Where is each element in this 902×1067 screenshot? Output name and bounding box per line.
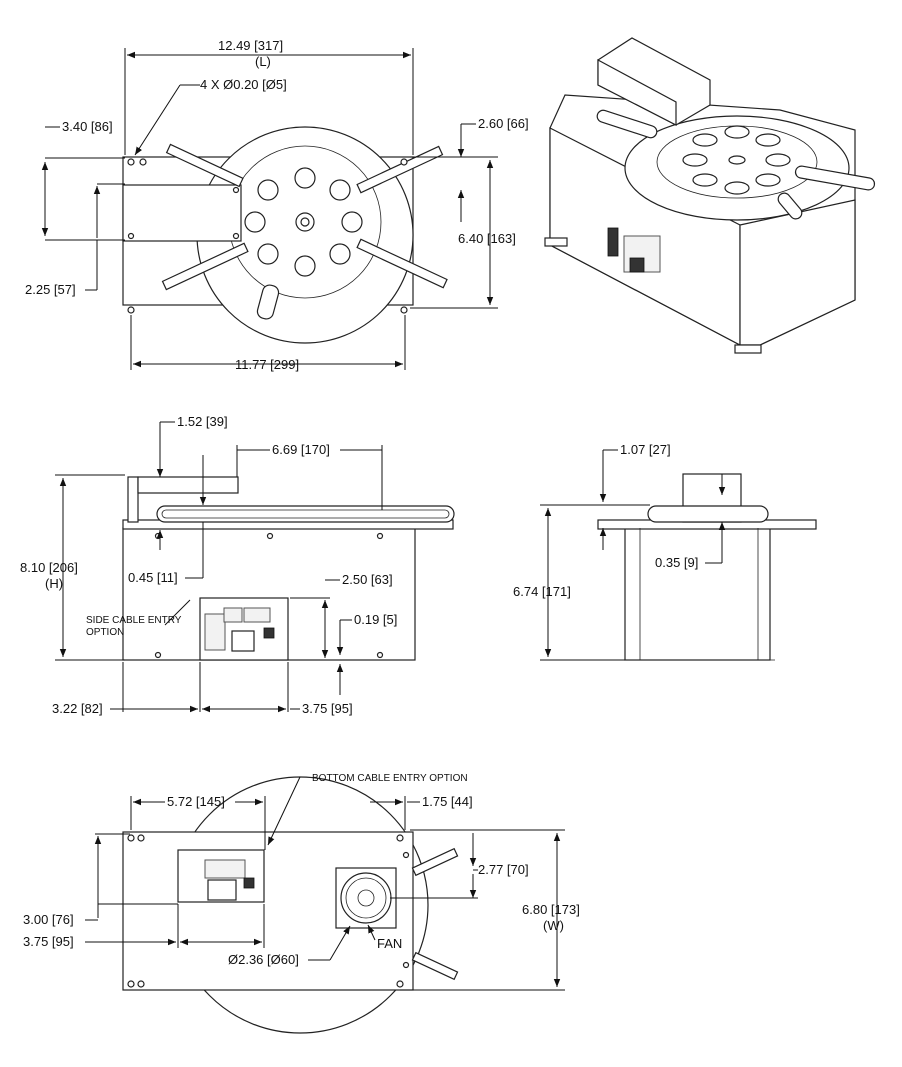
bottom-right-label: 1.75 [44] [422, 794, 473, 809]
bottom-width-sub-label: (W) [543, 918, 564, 933]
top-view [122, 126, 448, 344]
front-height-sub-label: (H) [45, 576, 63, 591]
bottom-cable-note: BOTTOM CABLE ENTRY OPTION [312, 773, 468, 784]
front-panel-width-label: 3.75 [95] [302, 701, 353, 716]
front-arm-span-label: 6.69 [170] [272, 442, 330, 457]
front-panel-height-label: 2.50 [63] [342, 572, 393, 587]
front-height-label: 8.10 [206] [20, 560, 78, 575]
side-cable-note-line2: OPTION [86, 627, 124, 638]
front-view [122, 476, 455, 661]
front-panel-offset-label: 0.19 [5] [354, 612, 397, 627]
dimension-labels: 12.49 [317] (L) 4 X Ø0.20 [Ø5] 3.40 [86]… [20, 38, 698, 967]
bottom-view [122, 776, 459, 1034]
bottom-fan-offset-label: 2.77 [70] [478, 862, 529, 877]
side-top-label: 1.07 [27] [620, 442, 671, 457]
bottom-panel-width-label: 3.75 [95] [23, 934, 74, 949]
side-small-label: 0.35 [9] [655, 555, 698, 570]
top-right-offset-label: 2.60 [66] [478, 116, 529, 131]
top-left-offset-label: 3.40 [86] [62, 119, 113, 134]
front-small-label: 0.45 [11] [128, 570, 178, 585]
fan-diameter-label: Ø2.36 [Ø60] [228, 952, 299, 967]
bottom-width-label: 6.80 [173] [522, 902, 580, 917]
front-left-label: 3.22 [82] [52, 701, 103, 716]
top-length-label: 12.49 [317] [218, 38, 283, 53]
dimension-lines [41, 48, 726, 991]
holes-label: 4 X Ø0.20 [Ø5] [200, 77, 287, 92]
top-base-width-label: 11.77 [299] [235, 357, 299, 372]
bottom-panel-height-label: 3.00 [76] [23, 912, 74, 927]
top-left-height-label: 2.25 [57] [25, 282, 76, 297]
top-length-sub-label: (L) [255, 54, 271, 69]
front-top-offset-label: 1.52 [39] [177, 414, 228, 429]
side-view [597, 473, 817, 661]
top-right-height-label: 6.40 [163] [458, 231, 516, 246]
fan-label: FAN [377, 936, 402, 951]
side-height-label: 6.74 [171] [513, 584, 571, 599]
bottom-left-label: 5.72 [145] [167, 794, 225, 809]
side-cable-note-line1: SIDE CABLE ENTRY [86, 615, 182, 626]
isometric-view [544, 37, 876, 354]
